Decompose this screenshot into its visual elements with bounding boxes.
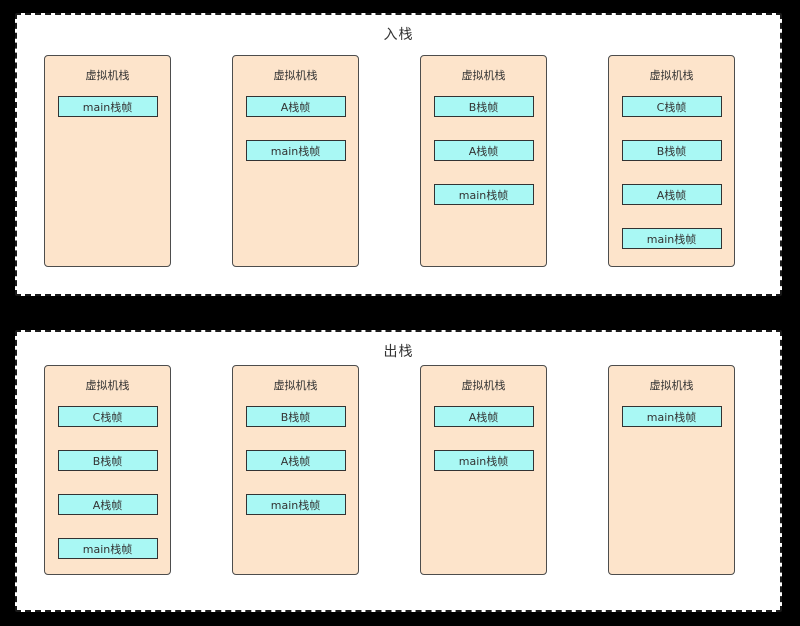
frame-list: main栈帧 <box>45 96 170 117</box>
vm-stack-pop-4: 虚拟机栈 main栈帧 <box>608 365 735 575</box>
vm-stack-pop-3: 虚拟机栈 A栈帧 main栈帧 <box>420 365 547 575</box>
section-push-title: 入栈 <box>383 27 414 43</box>
vm-stack-pop-2: 虚拟机栈 B栈帧 A栈帧 main栈帧 <box>232 365 359 575</box>
stack-frame: main栈帧 <box>57 538 158 559</box>
frame-list: A栈帧 main栈帧 <box>421 406 546 471</box>
section-pop-title: 出栈 <box>383 344 414 360</box>
stack-frame: C栈帧 <box>621 96 722 117</box>
stack-frame: main栈帧 <box>57 96 158 117</box>
stack-frame: main栈帧 <box>621 228 722 249</box>
vm-stack-title: 虚拟机栈 <box>85 69 130 82</box>
stack-frame: main栈帧 <box>621 406 722 427</box>
stack-frame: C栈帧 <box>57 406 158 427</box>
stack-frame: A栈帧 <box>433 140 534 161</box>
frame-list: A栈帧 main栈帧 <box>233 96 358 161</box>
section-push: 入栈 虚拟机栈 main栈帧 虚拟机栈 A栈帧 main栈帧 虚拟机栈 B栈帧 … <box>15 13 782 296</box>
vm-stack-title: 虚拟机栈 <box>273 69 318 82</box>
vm-stack-push-1: 虚拟机栈 main栈帧 <box>44 55 171 267</box>
stack-frame: B栈帧 <box>245 406 346 427</box>
frame-list: C栈帧 B栈帧 A栈帧 main栈帧 <box>609 96 734 249</box>
vm-stack-push-3: 虚拟机栈 B栈帧 A栈帧 main栈帧 <box>420 55 547 267</box>
frame-list: main栈帧 <box>609 406 734 427</box>
stack-frame: B栈帧 <box>57 450 158 471</box>
stack-frame: A栈帧 <box>433 406 534 427</box>
vm-stack-title: 虚拟机栈 <box>461 69 506 82</box>
stack-frame: main栈帧 <box>433 450 534 471</box>
vm-stack-title: 虚拟机栈 <box>273 379 318 392</box>
vm-stack-push-2: 虚拟机栈 A栈帧 main栈帧 <box>232 55 359 267</box>
frame-list: B栈帧 A栈帧 main栈帧 <box>233 406 358 515</box>
stack-frame: A栈帧 <box>57 494 158 515</box>
vm-stack-title: 虚拟机栈 <box>649 379 694 392</box>
vm-stack-title: 虚拟机栈 <box>649 69 694 82</box>
stack-frame: main栈帧 <box>245 140 346 161</box>
stack-frame: B栈帧 <box>621 140 722 161</box>
section-pop: 出栈 虚拟机栈 C栈帧 B栈帧 A栈帧 main栈帧 虚拟机栈 B栈帧 A栈帧 … <box>15 330 782 612</box>
vm-stack-title: 虚拟机栈 <box>461 379 506 392</box>
stack-frame: main栈帧 <box>245 494 346 515</box>
vm-stack-title: 虚拟机栈 <box>85 379 130 392</box>
stack-frame: A栈帧 <box>245 450 346 471</box>
stack-frame: A栈帧 <box>245 96 346 117</box>
stack-frame: B栈帧 <box>433 96 534 117</box>
frame-list: B栈帧 A栈帧 main栈帧 <box>421 96 546 205</box>
vm-stack-pop-1: 虚拟机栈 C栈帧 B栈帧 A栈帧 main栈帧 <box>44 365 171 575</box>
vm-stack-push-4: 虚拟机栈 C栈帧 B栈帧 A栈帧 main栈帧 <box>608 55 735 267</box>
stack-frame: main栈帧 <box>433 184 534 205</box>
stack-frame: A栈帧 <box>621 184 722 205</box>
frame-list: C栈帧 B栈帧 A栈帧 main栈帧 <box>45 406 170 559</box>
